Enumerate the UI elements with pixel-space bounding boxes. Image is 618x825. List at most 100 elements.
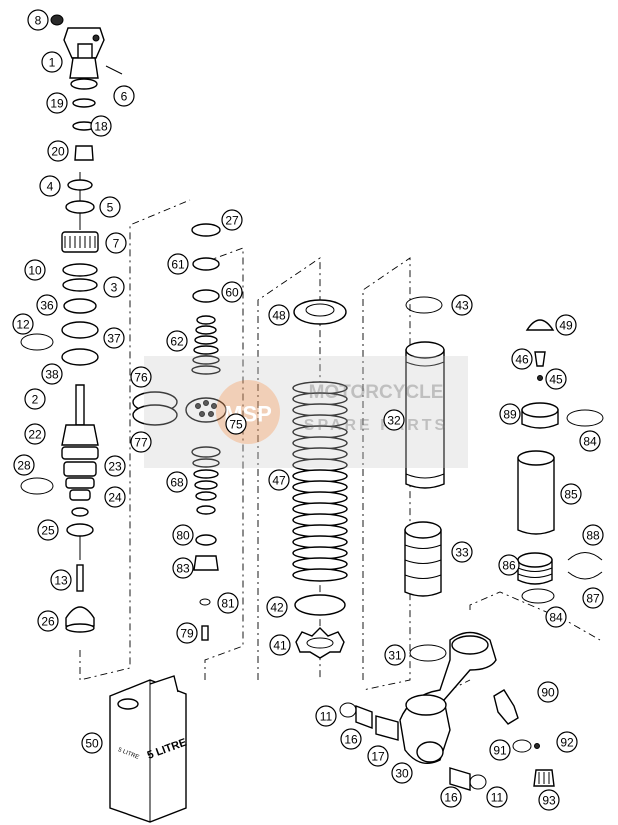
callout-label: 6 [121,90,128,104]
callout-label: 33 [455,546,469,560]
callout-48: 48 [268,304,290,326]
callout-circle [24,423,46,445]
callout-label: 31 [388,649,402,663]
callout-79: 79 [176,622,198,644]
callout-circle [498,554,520,576]
watermark-line1: MOTORCYCLE [309,382,444,403]
callout-33: 33 [451,541,473,563]
callout-3: 3 [103,276,125,298]
callout-circle [166,471,188,493]
callout-label: 23 [108,460,122,474]
callout-90: 90 [537,681,559,703]
callout-circle [41,363,63,385]
callout-circle [486,786,508,808]
callout-41: 41 [269,634,291,656]
callout-circle [172,557,194,579]
callout-circle [269,634,291,656]
callout-circle [340,728,362,750]
callout-16: 16 [440,786,462,808]
callout-circle [130,366,152,388]
callout-label: 13 [54,574,68,588]
callout-label: 16 [344,733,358,747]
callout-label: 10 [28,264,42,278]
callout-2: 2 [24,388,46,410]
callout-circle [221,209,243,231]
spring-coil [292,557,348,571]
callout-43: 43 [451,294,473,316]
callout-circle [440,786,462,808]
callout-circle [217,592,239,614]
callout-label: 38 [45,368,59,382]
oil-can: 5 LITRE 5 LITRE [109,675,188,823]
callout-circle [582,587,604,609]
spring-coil [292,480,348,494]
callout-circle [103,276,125,298]
callout-76: 76 [130,366,152,388]
callout-label: 62 [170,335,184,349]
callout-circle [166,330,188,352]
callout-75: 75 [225,413,247,435]
reservoir-column [517,319,604,604]
spring-coil [292,546,348,560]
callout-circle [37,610,59,632]
spring-coil [292,502,348,516]
callout-77: 77 [130,431,152,453]
callout-26: 26 [37,610,59,632]
callout-circle [451,541,473,563]
callout-80: 80 [172,524,194,546]
callout-label: 7 [113,237,120,251]
callout-circle [176,622,198,644]
spring-column [292,299,348,659]
damper-rod-column [20,14,123,633]
callout-91: 91 [489,739,511,761]
spring-coil [292,513,348,527]
callout-circle [113,85,135,107]
callout-label: 83 [176,562,190,576]
callout-label: 85 [564,488,578,502]
callout-45: 45 [545,368,567,390]
reservoir-arm-assembly [339,631,555,791]
callout-7: 7 [105,232,127,254]
callout-label: 87 [586,592,600,606]
callout-label: 86 [502,559,516,573]
callout-circle [41,51,63,73]
watermark: MSP MOTORCYCLE SPARE PARTS [144,356,468,468]
callout-circle [555,314,577,336]
callout-label: 91 [493,744,507,758]
callout-label: 17 [371,750,385,764]
callout-circle [172,524,194,546]
callout-circle [545,368,567,390]
callout-8: 8 [27,9,49,31]
callout-circle [556,731,578,753]
callout-88: 88 [582,524,604,546]
callout-circle [90,115,112,137]
callout-87: 87 [582,587,604,609]
callout-1: 1 [41,51,63,73]
callout-11: 11 [486,786,508,808]
callout-label: 24 [108,491,122,505]
callout-label: 22 [28,428,42,442]
callout-label: 37 [107,332,121,346]
callout-circle [39,175,61,197]
callout-label: 36 [40,299,54,313]
spring-coil [292,535,348,549]
callout-label: 80 [176,529,190,543]
callout-18: 18 [90,115,112,137]
callout-31: 31 [384,644,406,666]
callout-50: 50 [81,732,103,754]
callout-circle [46,92,68,114]
spring-coil [292,524,348,538]
callout-circle [268,304,290,326]
callout-circle [582,524,604,546]
callout-label: 68 [170,476,184,490]
callout-84: 84 [579,430,601,452]
callout-47: 47 [268,469,290,491]
callout-label: 61 [171,258,185,272]
callout-27: 27 [221,209,243,231]
callout-83: 83 [172,557,194,579]
callout-label: 77 [134,436,148,450]
callout-label: 90 [541,686,555,700]
callout-label: 19 [50,97,64,111]
